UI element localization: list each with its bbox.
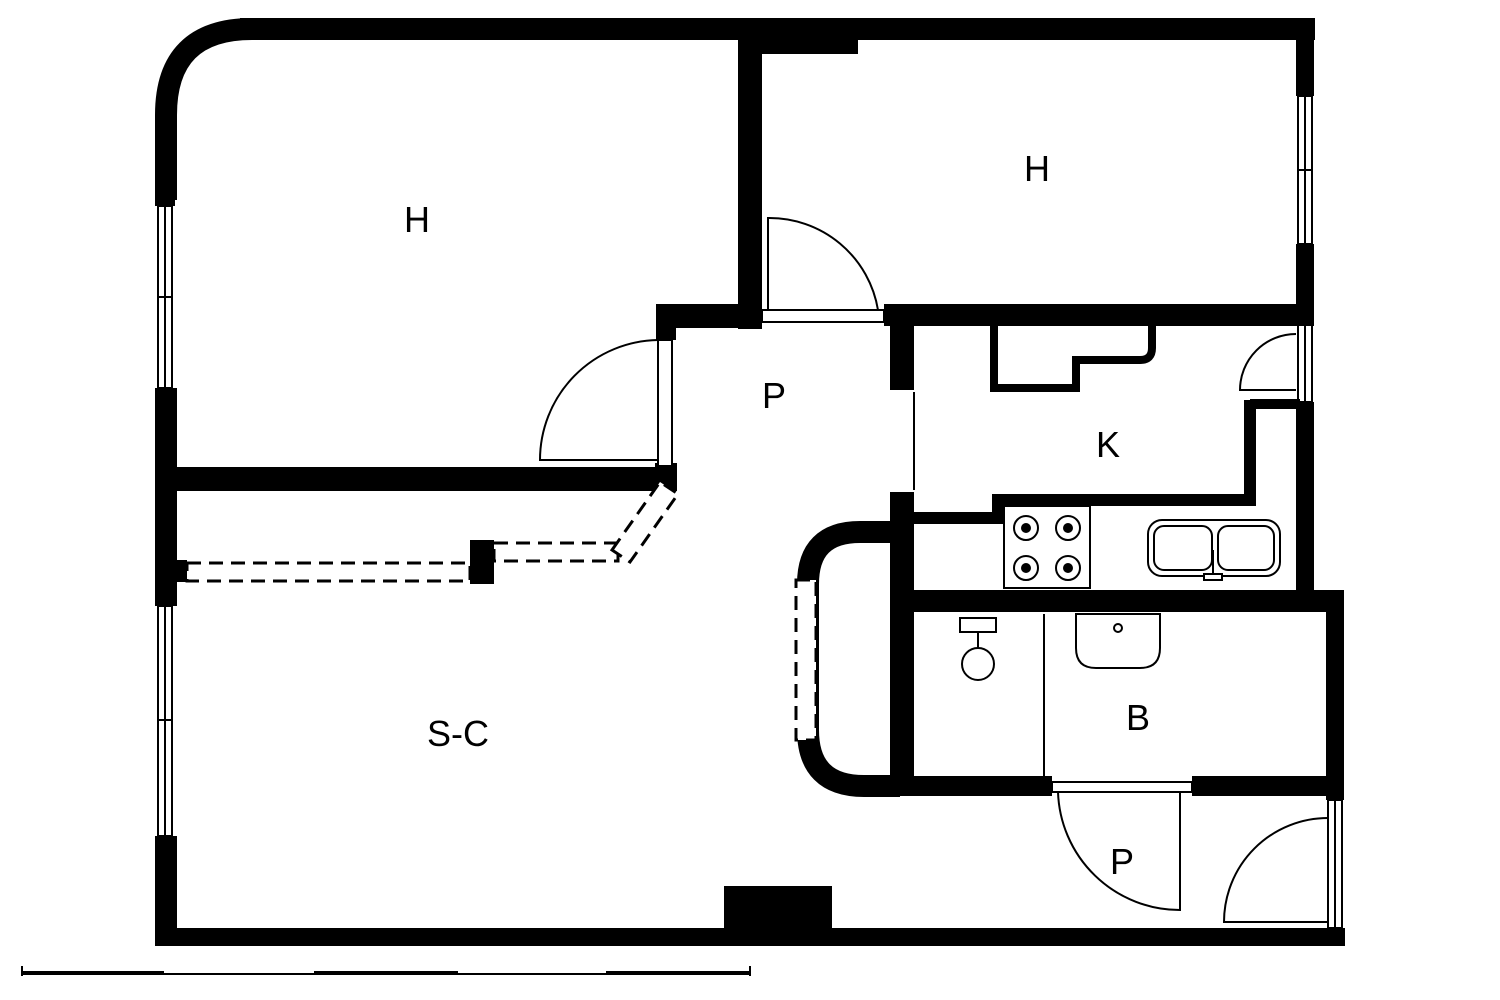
interior-walls (175, 29, 1344, 797)
opening-living-long (185, 561, 472, 583)
label-living-dining: S-C (427, 713, 489, 754)
wall-corridor-top-right (884, 304, 1314, 326)
window-right-upper (1297, 95, 1313, 245)
label-bedroom-left: H (404, 199, 430, 240)
opening-living-short (492, 541, 620, 563)
window-right-entry (1327, 799, 1343, 929)
burner-center-icon (1063, 523, 1073, 533)
toilet-icon (959, 617, 997, 681)
burner-center-icon (1063, 563, 1073, 573)
door-bedroom-left (538, 339, 673, 467)
label-bathroom: B (1126, 697, 1150, 738)
kitchen-sink-icon (1147, 519, 1281, 581)
room-labels: H H P K S-C B P (404, 148, 1150, 882)
wall-bath-bottom-left (890, 776, 1052, 796)
window-left-lower (157, 605, 173, 837)
wall-bedroom-living (175, 467, 677, 491)
wall-bath-bottom-right (1192, 776, 1344, 796)
label-hall-entry: P (1110, 841, 1134, 882)
burner-center-icon (1021, 523, 1031, 533)
outer-wall-bottom-pier (724, 886, 832, 946)
wall-kitchen-bath (890, 590, 1330, 612)
wall-living-pier-left (175, 560, 187, 582)
wall-kitchen-left-upper (890, 304, 914, 390)
outer-wall-right-lower (1296, 402, 1314, 598)
wall-living-pier (470, 540, 494, 584)
stove-icon (1003, 505, 1091, 589)
wall-bedroom-door-jamb (656, 304, 676, 340)
door-kitchen-right (1238, 333, 1297, 391)
outer-wall-left-mid (155, 388, 177, 606)
label-kitchen: K (1096, 424, 1120, 465)
windows (157, 95, 1343, 929)
outer-walls (155, 18, 1345, 946)
opening-corridor-curved (794, 578, 818, 742)
scale-bar (21, 966, 751, 976)
label-bedroom-right: H (1024, 148, 1050, 189)
wall-kitchen-alcove (990, 326, 1156, 392)
outer-wall-right-upper (1296, 18, 1314, 96)
door-entrance (1222, 817, 1329, 923)
washbasin-icon (1075, 613, 1161, 669)
door-bathroom (1051, 781, 1193, 912)
label-hall-main: P (762, 375, 786, 416)
dashed-openings (185, 479, 818, 742)
wall-corridor-curved (797, 521, 900, 797)
door-bedroom-right (761, 216, 885, 323)
outer-wall-left-lower (155, 836, 177, 946)
doors (538, 216, 1329, 923)
outer-wall-left-upper (155, 180, 175, 206)
window-left-upper (157, 205, 173, 389)
burner-center-icon (1021, 563, 1031, 573)
outer-wall-bath-right (1326, 590, 1344, 800)
wall-bedroom-divider (738, 29, 762, 329)
window-right-kitchen (1297, 323, 1313, 403)
fixtures (959, 505, 1281, 776)
wall-kitchen-counter (914, 400, 1256, 524)
opening-living-diagonal (609, 479, 681, 565)
outer-wall-curved-corner (155, 18, 400, 200)
